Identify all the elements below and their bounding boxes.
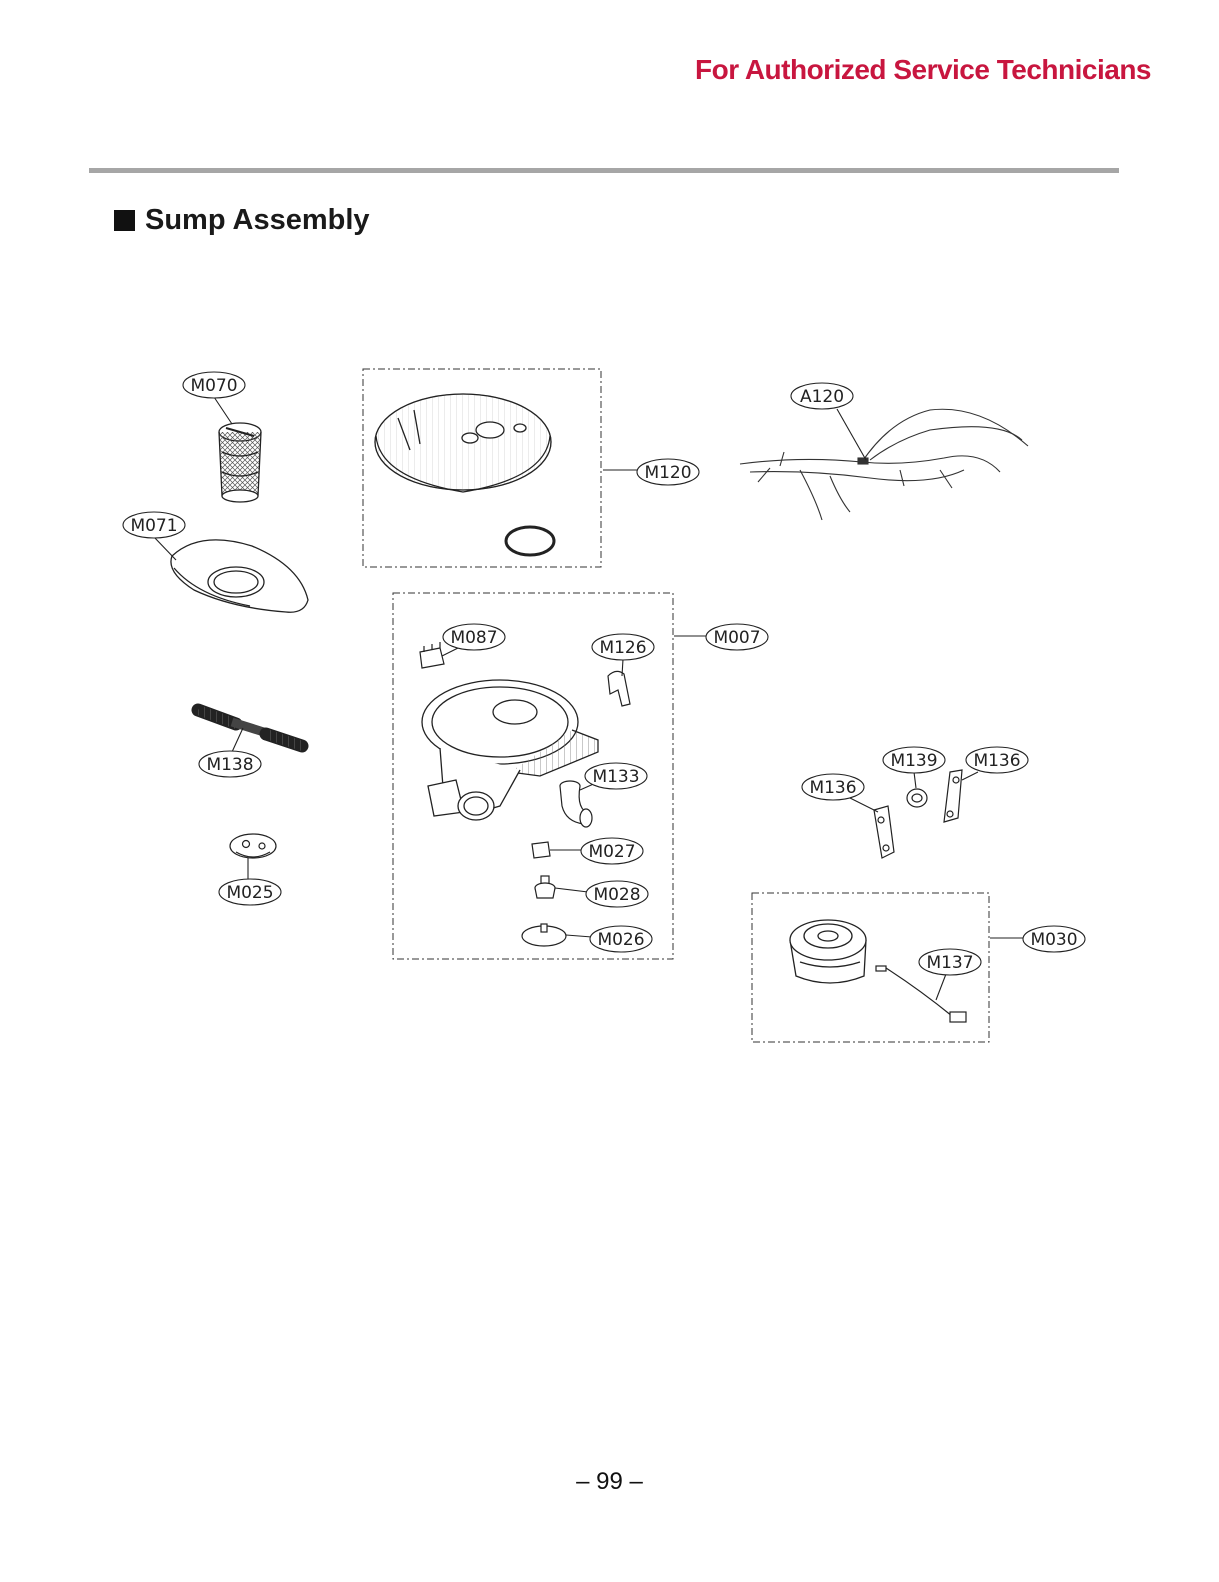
elbow-pipe-part bbox=[560, 781, 592, 827]
callout-m028: M028 bbox=[586, 881, 648, 907]
callout-label-m025: M025 bbox=[226, 883, 273, 903]
callout-label-m087: M087 bbox=[450, 628, 497, 648]
callout-label-a120: A120 bbox=[800, 387, 844, 407]
bracket-right-part bbox=[944, 770, 962, 822]
callout-m027: M027 bbox=[581, 838, 643, 864]
callout-label-m026: M026 bbox=[597, 930, 644, 950]
callout-m087: M087 bbox=[443, 624, 505, 650]
sensor-part bbox=[535, 876, 555, 898]
callout-label-m120: M120 bbox=[644, 463, 691, 483]
grommet-part bbox=[907, 789, 927, 807]
callout-m139: M139 bbox=[883, 747, 945, 773]
check-valve-part bbox=[420, 642, 444, 668]
filter-cylinder-part bbox=[219, 423, 261, 502]
leader-lines bbox=[154, 397, 1024, 1000]
wire-harness-part bbox=[740, 409, 1028, 520]
callout-label-m136-left: M136 bbox=[809, 778, 856, 798]
callout-m070: M070 bbox=[183, 372, 245, 398]
pump-motor-part bbox=[790, 920, 866, 983]
callout-m126: M126 bbox=[592, 634, 654, 660]
bracket-part bbox=[532, 842, 550, 858]
callout-label-m138: M138 bbox=[206, 755, 253, 775]
callout-label-m133: M133 bbox=[592, 767, 639, 787]
callout-m026: M026 bbox=[590, 926, 652, 952]
callout-label-m071: M071 bbox=[130, 516, 177, 536]
callout-m030: M030 bbox=[1023, 926, 1085, 952]
filter-plate-part bbox=[171, 540, 308, 612]
clip-part bbox=[608, 671, 630, 706]
disc-cap-part bbox=[230, 834, 276, 858]
hose-part bbox=[198, 710, 302, 746]
bracket-left-part bbox=[874, 806, 894, 858]
callout-m137: M137 bbox=[919, 949, 981, 975]
callout-m007: M007 bbox=[706, 624, 768, 650]
callout-m136-right: M136 bbox=[966, 747, 1028, 773]
callout-label-m139: M139 bbox=[890, 751, 937, 771]
callout-m071: M071 bbox=[123, 512, 185, 538]
filter-assembly-plate bbox=[375, 394, 554, 555]
cap-part bbox=[522, 924, 566, 946]
callout-label-m030: M030 bbox=[1030, 930, 1077, 950]
callout-m133: M133 bbox=[585, 763, 647, 789]
callout-label-m137: M137 bbox=[926, 953, 973, 973]
callout-label-m007: M007 bbox=[713, 628, 760, 648]
callout-a120: A120 bbox=[791, 383, 853, 409]
callout-label-m028: M028 bbox=[593, 885, 640, 905]
callout-m120: M120 bbox=[637, 459, 699, 485]
callout-label-m136-right: M136 bbox=[973, 751, 1020, 771]
callout-label-m027: M027 bbox=[588, 842, 635, 862]
page-number: – 99 – bbox=[0, 1468, 1219, 1496]
callout-m025: M025 bbox=[219, 879, 281, 905]
callout-label-m070: M070 bbox=[190, 376, 237, 396]
callout-m138: M138 bbox=[199, 751, 261, 777]
callout-label-m126: M126 bbox=[599, 638, 646, 658]
callout-m136-left: M136 bbox=[802, 774, 864, 800]
